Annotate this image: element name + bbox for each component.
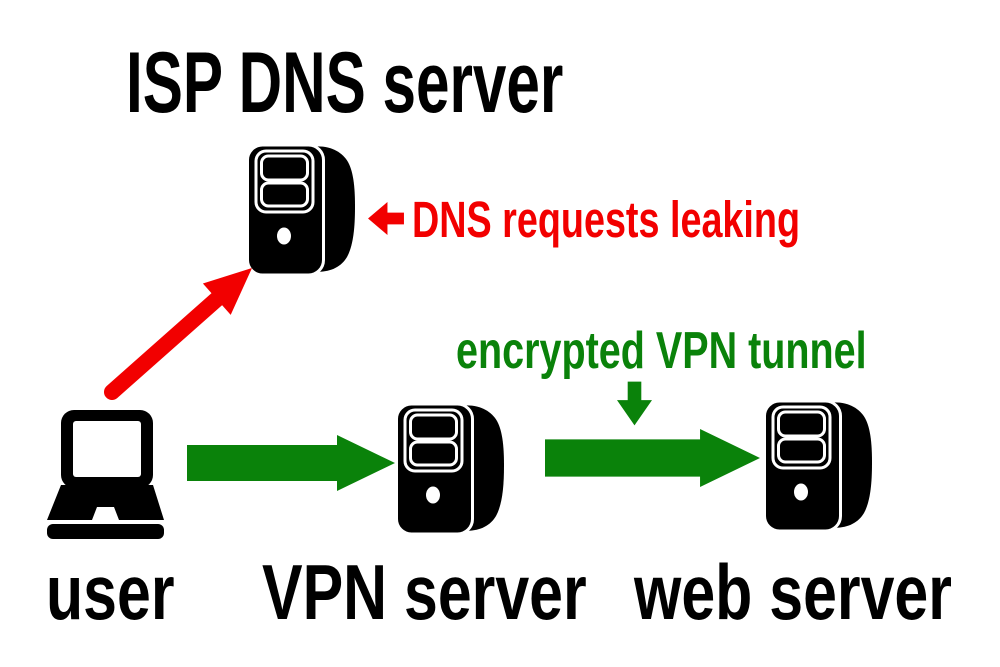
web-server-label: web server: [634, 548, 952, 636]
user-laptop-icon: [47, 410, 164, 539]
vpn-server-icon: [395, 402, 505, 536]
dns-leak-label: DNS requests leaking: [412, 191, 801, 248]
vpn-server-label: VPN server: [262, 548, 587, 636]
isp-dns-server-icon: [246, 143, 356, 277]
web-server-icon: [763, 399, 873, 533]
vpn-tunnel-down-arrow-icon: [617, 381, 652, 426]
vpn-to-web-arrow: [545, 429, 760, 487]
vpn-tunnel-label: encrypted VPN tunnel: [456, 322, 867, 380]
user-to-vpn-arrow: [187, 435, 395, 491]
dns-leak-left-arrow-icon: [368, 202, 404, 235]
isp-dns-server-title: ISP DNS server: [126, 35, 564, 131]
user-label: user: [46, 548, 175, 636]
